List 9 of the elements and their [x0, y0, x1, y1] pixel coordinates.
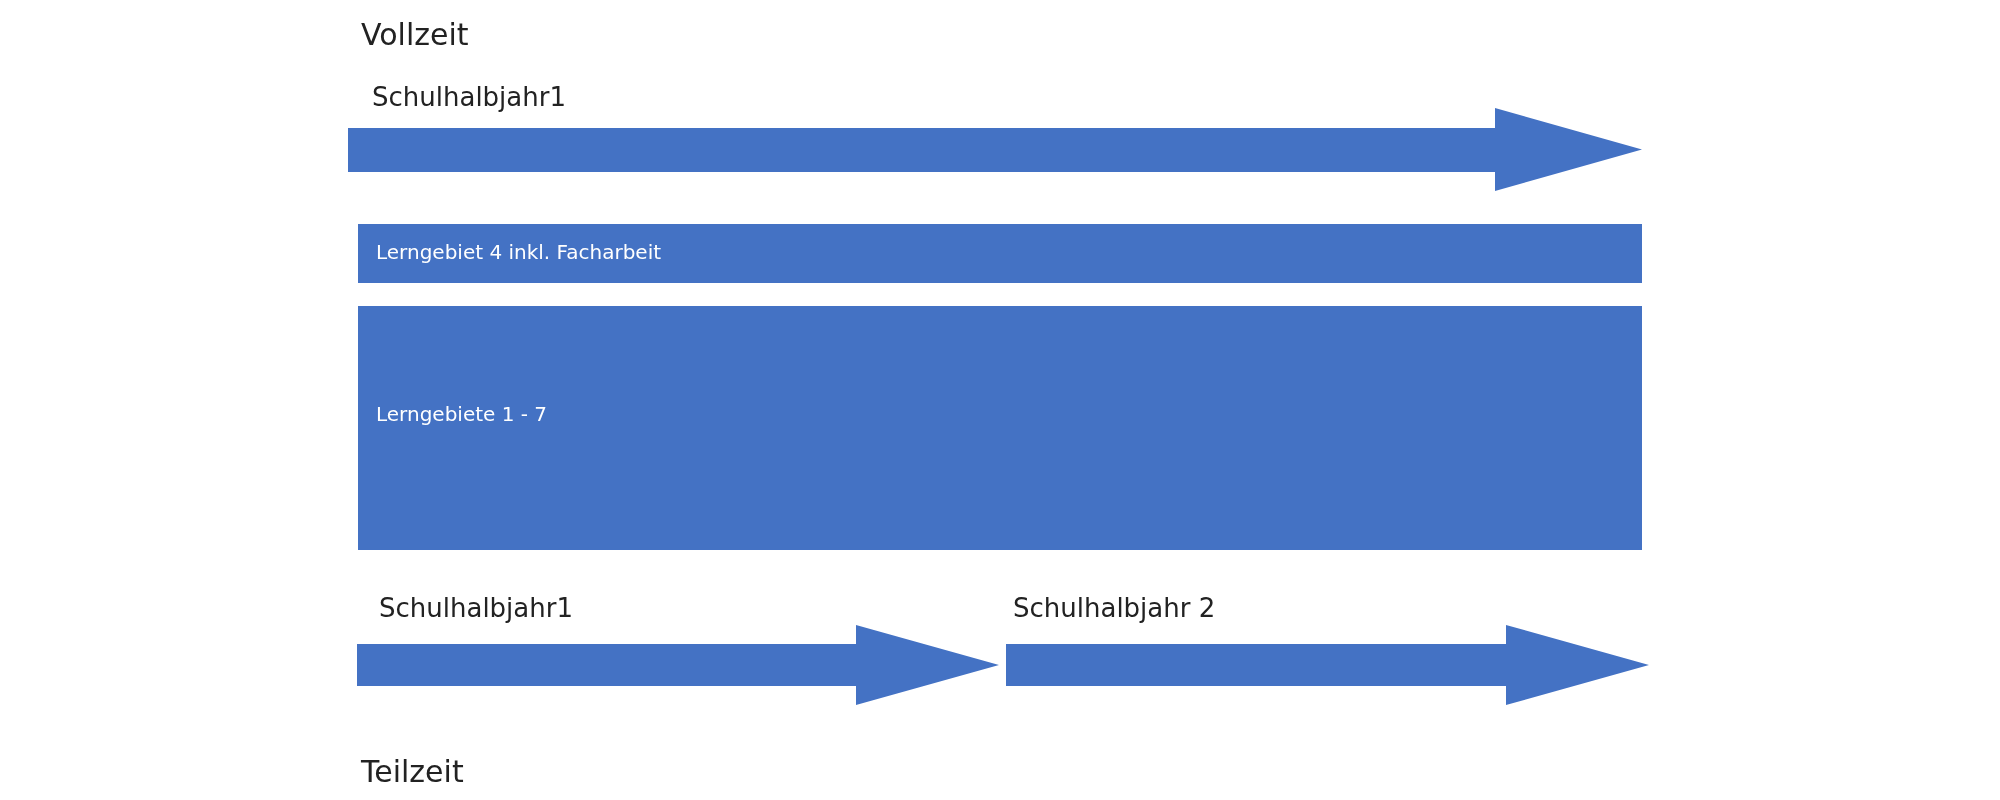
period-label: Schulhalbjahr 2 — [1013, 595, 1216, 621]
mode-heading: Vollzeit — [361, 20, 469, 50]
bar-label: Lerngebiet 4 inkl. Facharbeit — [376, 242, 662, 262]
mode-heading: Teilzeit — [361, 757, 464, 787]
bar-label: Lerngebiete 1 - 7 — [376, 404, 548, 424]
learning-area-bar — [358, 306, 1642, 550]
period-label: Schulhalbjahr1 — [372, 84, 566, 110]
learning-area-bar — [358, 224, 1642, 283]
period-label: Schulhalbjahr1 — [379, 595, 573, 621]
